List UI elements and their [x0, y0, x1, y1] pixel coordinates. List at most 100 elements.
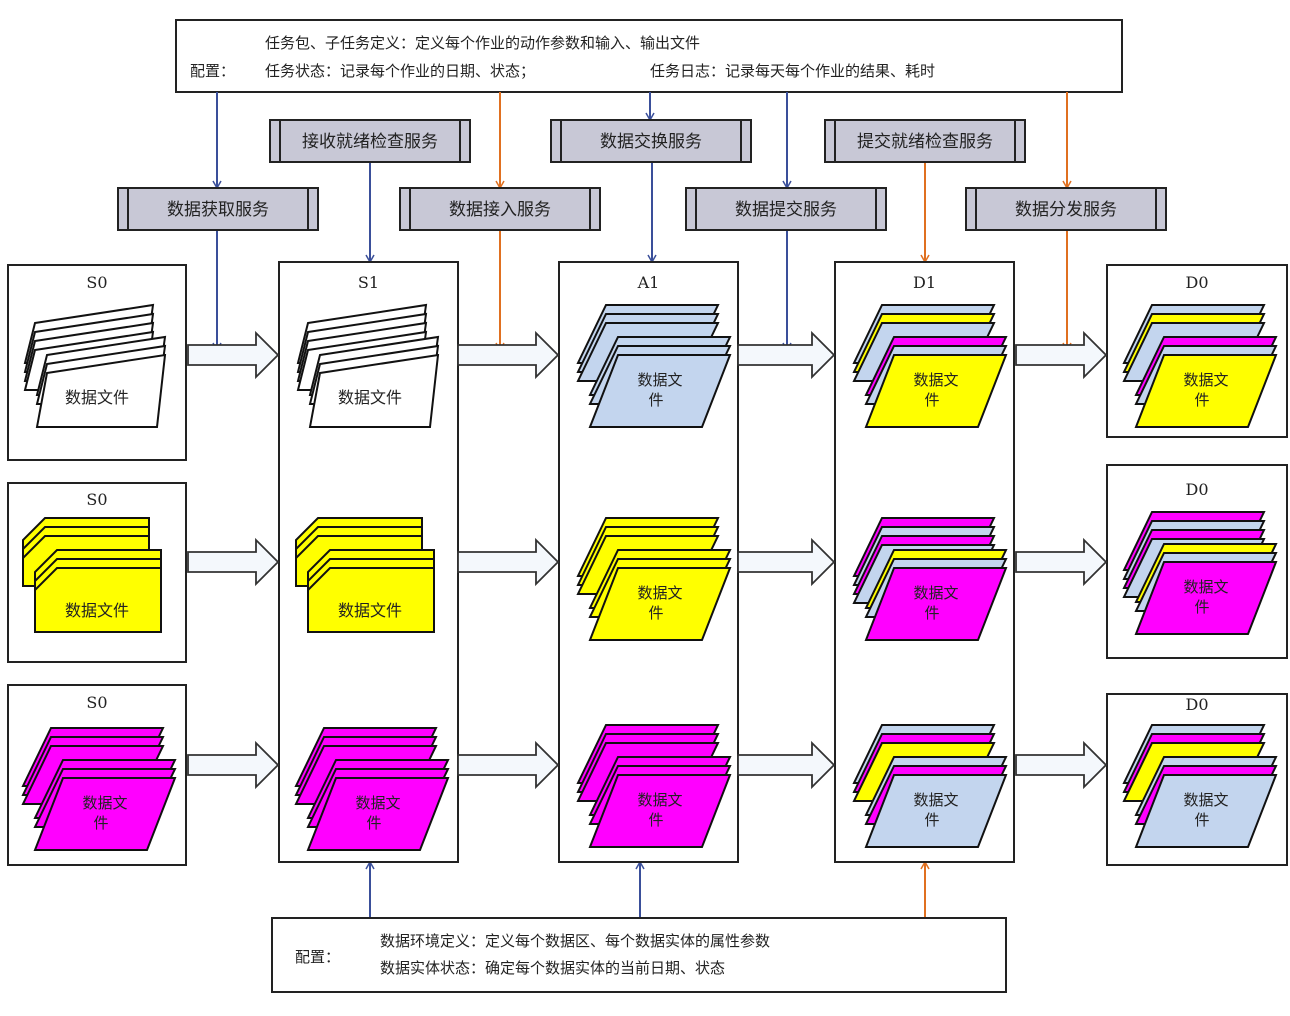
flow-arrow — [187, 740, 280, 790]
file-label: 数据文件 — [338, 388, 402, 407]
file-sheet — [588, 354, 732, 428]
zone-label: S0 — [86, 490, 107, 509]
file-stack: 数据文件 — [852, 724, 1008, 848]
service-data-distribute: 数据分发服务 — [965, 187, 1167, 231]
file-label: 数据文 — [82, 794, 127, 812]
service-box — [824, 119, 1026, 163]
file-sheet — [864, 774, 1008, 848]
file-sheet — [33, 777, 177, 851]
file-sheet — [34, 567, 162, 633]
zone-label: D0 — [1185, 695, 1208, 714]
top-config-task-status: 任务状态：记录每个作业的日期、状态； — [265, 62, 535, 80]
file-label: 件 — [648, 811, 663, 829]
flow-arrow — [187, 330, 280, 380]
bottom-config-prefix: 配置： — [295, 948, 340, 966]
file-stack: 数据文件 — [576, 724, 732, 848]
file-label: 数据文件 — [65, 388, 129, 407]
service-box — [117, 187, 319, 231]
file-label: 件 — [1194, 811, 1209, 829]
service-box — [399, 187, 601, 231]
bottom-config-box: 配置： 数据环境定义：定义每个数据区、每个数据实体的属性参数 数据实体状态：确定… — [271, 917, 1007, 993]
service-label: 数据提交服务 — [735, 200, 837, 220]
file-sheet — [307, 567, 435, 633]
service-label: 数据接入服务 — [449, 200, 551, 220]
file-label: 件 — [924, 811, 939, 829]
file-label: 件 — [648, 391, 663, 409]
file-sheet — [1134, 561, 1278, 635]
file-label: 数据文件 — [338, 601, 402, 620]
zone-label: S1 — [358, 273, 379, 292]
flow-arrow — [457, 330, 560, 380]
bottom-config-line1: 数据环境定义：定义每个数据区、每个数据实体的属性参数 — [380, 932, 770, 950]
file-label: 数据文 — [637, 371, 682, 389]
flow-arrow — [1015, 330, 1108, 380]
file-stack: 数据文件 — [23, 303, 167, 428]
file-label: 件 — [924, 391, 939, 409]
zone-label: D1 — [913, 273, 936, 292]
service-box — [269, 119, 471, 163]
zone-label: S0 — [86, 273, 107, 292]
flow-arrow — [1015, 537, 1108, 587]
file-label: 数据文件 — [65, 601, 129, 620]
top-config-prefix: 配置： — [190, 62, 235, 80]
file-label: 数据文 — [913, 584, 958, 602]
service-data-ingest: 数据接入服务 — [399, 187, 601, 231]
file-label: 件 — [1194, 391, 1209, 409]
zone-label: A1 — [637, 273, 660, 292]
file-label: 件 — [1194, 598, 1209, 616]
flow-arrows — [187, 330, 1108, 790]
service-data-exchange: 数据交换服务 — [550, 119, 752, 163]
flow-arrow — [1015, 740, 1108, 790]
file-sheet — [306, 777, 450, 851]
service-label: 接收就绪检查服务 — [302, 132, 438, 152]
file-label: 数据文 — [355, 794, 400, 812]
bottom-config-line2: 数据实体状态：确定每个数据实体的当前日期、状态 — [380, 959, 725, 977]
file-sheet — [1134, 774, 1278, 848]
file-stack: 数据文件 — [295, 517, 435, 633]
flow-arrow — [457, 740, 560, 790]
flow-arrow — [737, 330, 836, 380]
service-box — [550, 119, 752, 163]
service-box — [965, 187, 1167, 231]
file-sheet — [308, 353, 440, 428]
file-label: 数据文 — [637, 791, 682, 809]
file-sheet — [588, 774, 732, 848]
file-stack: 数据文件 — [1122, 304, 1278, 428]
file-label: 件 — [648, 604, 663, 622]
service-data-submit: 数据提交服务 — [685, 187, 887, 231]
service-receive-ready-check: 接收就绪检查服务 — [269, 119, 471, 163]
file-sheet — [864, 354, 1008, 428]
file-label: 数据文 — [637, 584, 682, 602]
file-label: 件 — [93, 814, 108, 832]
service-label: 数据分发服务 — [1015, 200, 1117, 220]
file-label: 数据文 — [913, 371, 958, 389]
file-sheet — [588, 567, 732, 641]
file-stacks: 数据文件数据文件数据文件数据文件数据文件数据文件数据文件数据文件数据文件数据文件… — [21, 303, 1278, 851]
top-config-box: 配置： 任务包、子任务定义：定义每个作业的动作参数和输入、输出文件 任务状态：记… — [175, 19, 1123, 93]
top-config-line1: 任务包、子任务定义：定义每个作业的动作参数和输入、输出文件 — [265, 34, 700, 52]
file-stack: 数据文件 — [1122, 511, 1278, 635]
file-label: 数据文 — [913, 791, 958, 809]
file-sheet — [1134, 354, 1278, 428]
top-config-task-log: 任务日志：记录每天每个作业的结果、耗时 — [650, 62, 935, 80]
flow-arrow — [737, 740, 836, 790]
file-sheet — [864, 567, 1008, 641]
flow-arrow — [187, 537, 280, 587]
file-label: 数据文 — [1183, 371, 1228, 389]
file-stack: 数据文件 — [296, 303, 440, 428]
file-stack: 数据文件 — [1122, 724, 1278, 848]
service-box — [685, 187, 887, 231]
file-stack: 数据文件 — [576, 517, 732, 641]
file-stack: 数据文件 — [852, 304, 1008, 428]
file-stack: 数据文件 — [294, 727, 450, 851]
file-sheet — [35, 353, 167, 428]
file-stack: 数据文件 — [576, 304, 732, 428]
service-submit-ready-check: 提交就绪检查服务 — [824, 119, 1026, 163]
flow-arrow — [737, 537, 836, 587]
service-label: 数据获取服务 — [167, 200, 269, 220]
zone-label: D0 — [1185, 480, 1208, 499]
flow-arrow — [457, 537, 560, 587]
file-label: 件 — [924, 604, 939, 622]
file-stack: 数据文件 — [21, 727, 177, 851]
